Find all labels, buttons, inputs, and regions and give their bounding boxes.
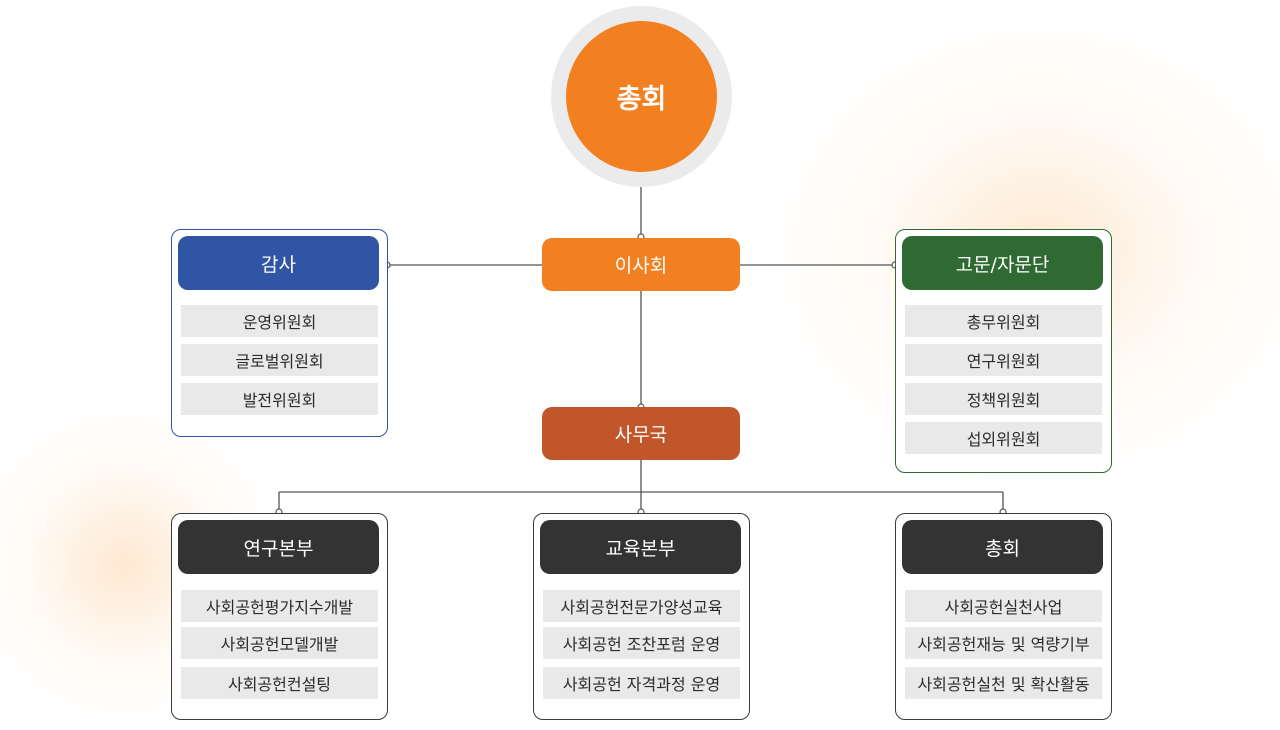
advisory-title: 고문/자문단	[955, 253, 1050, 276]
advisory-item: 총무위원회	[905, 305, 1102, 337]
division-item: 사회공헌평가지수개발	[181, 590, 378, 622]
audit-item: 글로벌위원회	[181, 344, 378, 376]
board-label: 이사회	[614, 255, 668, 277]
division-header: 교육본부	[540, 520, 741, 574]
division-header: 총회	[902, 520, 1103, 574]
audit-header: 감사	[178, 236, 379, 290]
division-header: 연구본부	[178, 520, 379, 574]
advisory-item: 섭외위원회	[905, 422, 1102, 454]
secretariat-label: 사무국	[614, 424, 668, 446]
advisory-item: 연구위원회	[905, 344, 1102, 376]
division-item: 사회공헌모델개발	[181, 627, 378, 659]
division-item: 사회공헌전문가양성교육	[543, 590, 740, 622]
division-item: 사회공헌컨설팅	[181, 667, 378, 699]
division-title: 연구본부	[243, 537, 314, 560]
division-title: 교육본부	[605, 537, 676, 560]
general-assembly-node: 총회	[566, 21, 717, 172]
division-panel-general: 총회 사회공헌실천사업 사회공헌재능 및 역량기부 사회공헌실천 및 확산활동	[895, 513, 1112, 720]
division-panel-research: 연구본부 사회공헌평가지수개발 사회공헌모델개발 사회공헌컨설팅	[171, 513, 388, 720]
audit-item: 발전위원회	[181, 383, 378, 415]
advisory-panel: 고문/자문단 총무위원회 연구위원회 정책위원회 섭외위원회	[895, 229, 1112, 473]
audit-panel: 감사 운영위원회 글로벌위원회 발전위원회	[171, 229, 388, 437]
division-item: 사회공헌실천사업	[905, 590, 1102, 622]
division-item: 사회공헌재능 및 역량기부	[905, 627, 1102, 659]
division-title: 총회	[985, 537, 1020, 560]
audit-title: 감사	[261, 253, 296, 276]
secretariat-node: 사무국	[542, 407, 740, 460]
general-assembly-label: 총회	[616, 84, 667, 115]
division-item: 사회공헌 자격과정 운영	[543, 667, 740, 699]
board-node: 이사회	[542, 238, 740, 291]
division-panel-education: 교육본부 사회공헌전문가양성교육 사회공헌 조찬포럼 운영 사회공헌 자격과정 …	[533, 513, 750, 720]
audit-item: 운영위원회	[181, 305, 378, 337]
advisory-item: 정책위원회	[905, 383, 1102, 415]
division-item: 사회공헌실천 및 확산활동	[905, 667, 1102, 699]
advisory-header: 고문/자문단	[902, 236, 1103, 290]
division-item: 사회공헌 조찬포럼 운영	[543, 627, 740, 659]
